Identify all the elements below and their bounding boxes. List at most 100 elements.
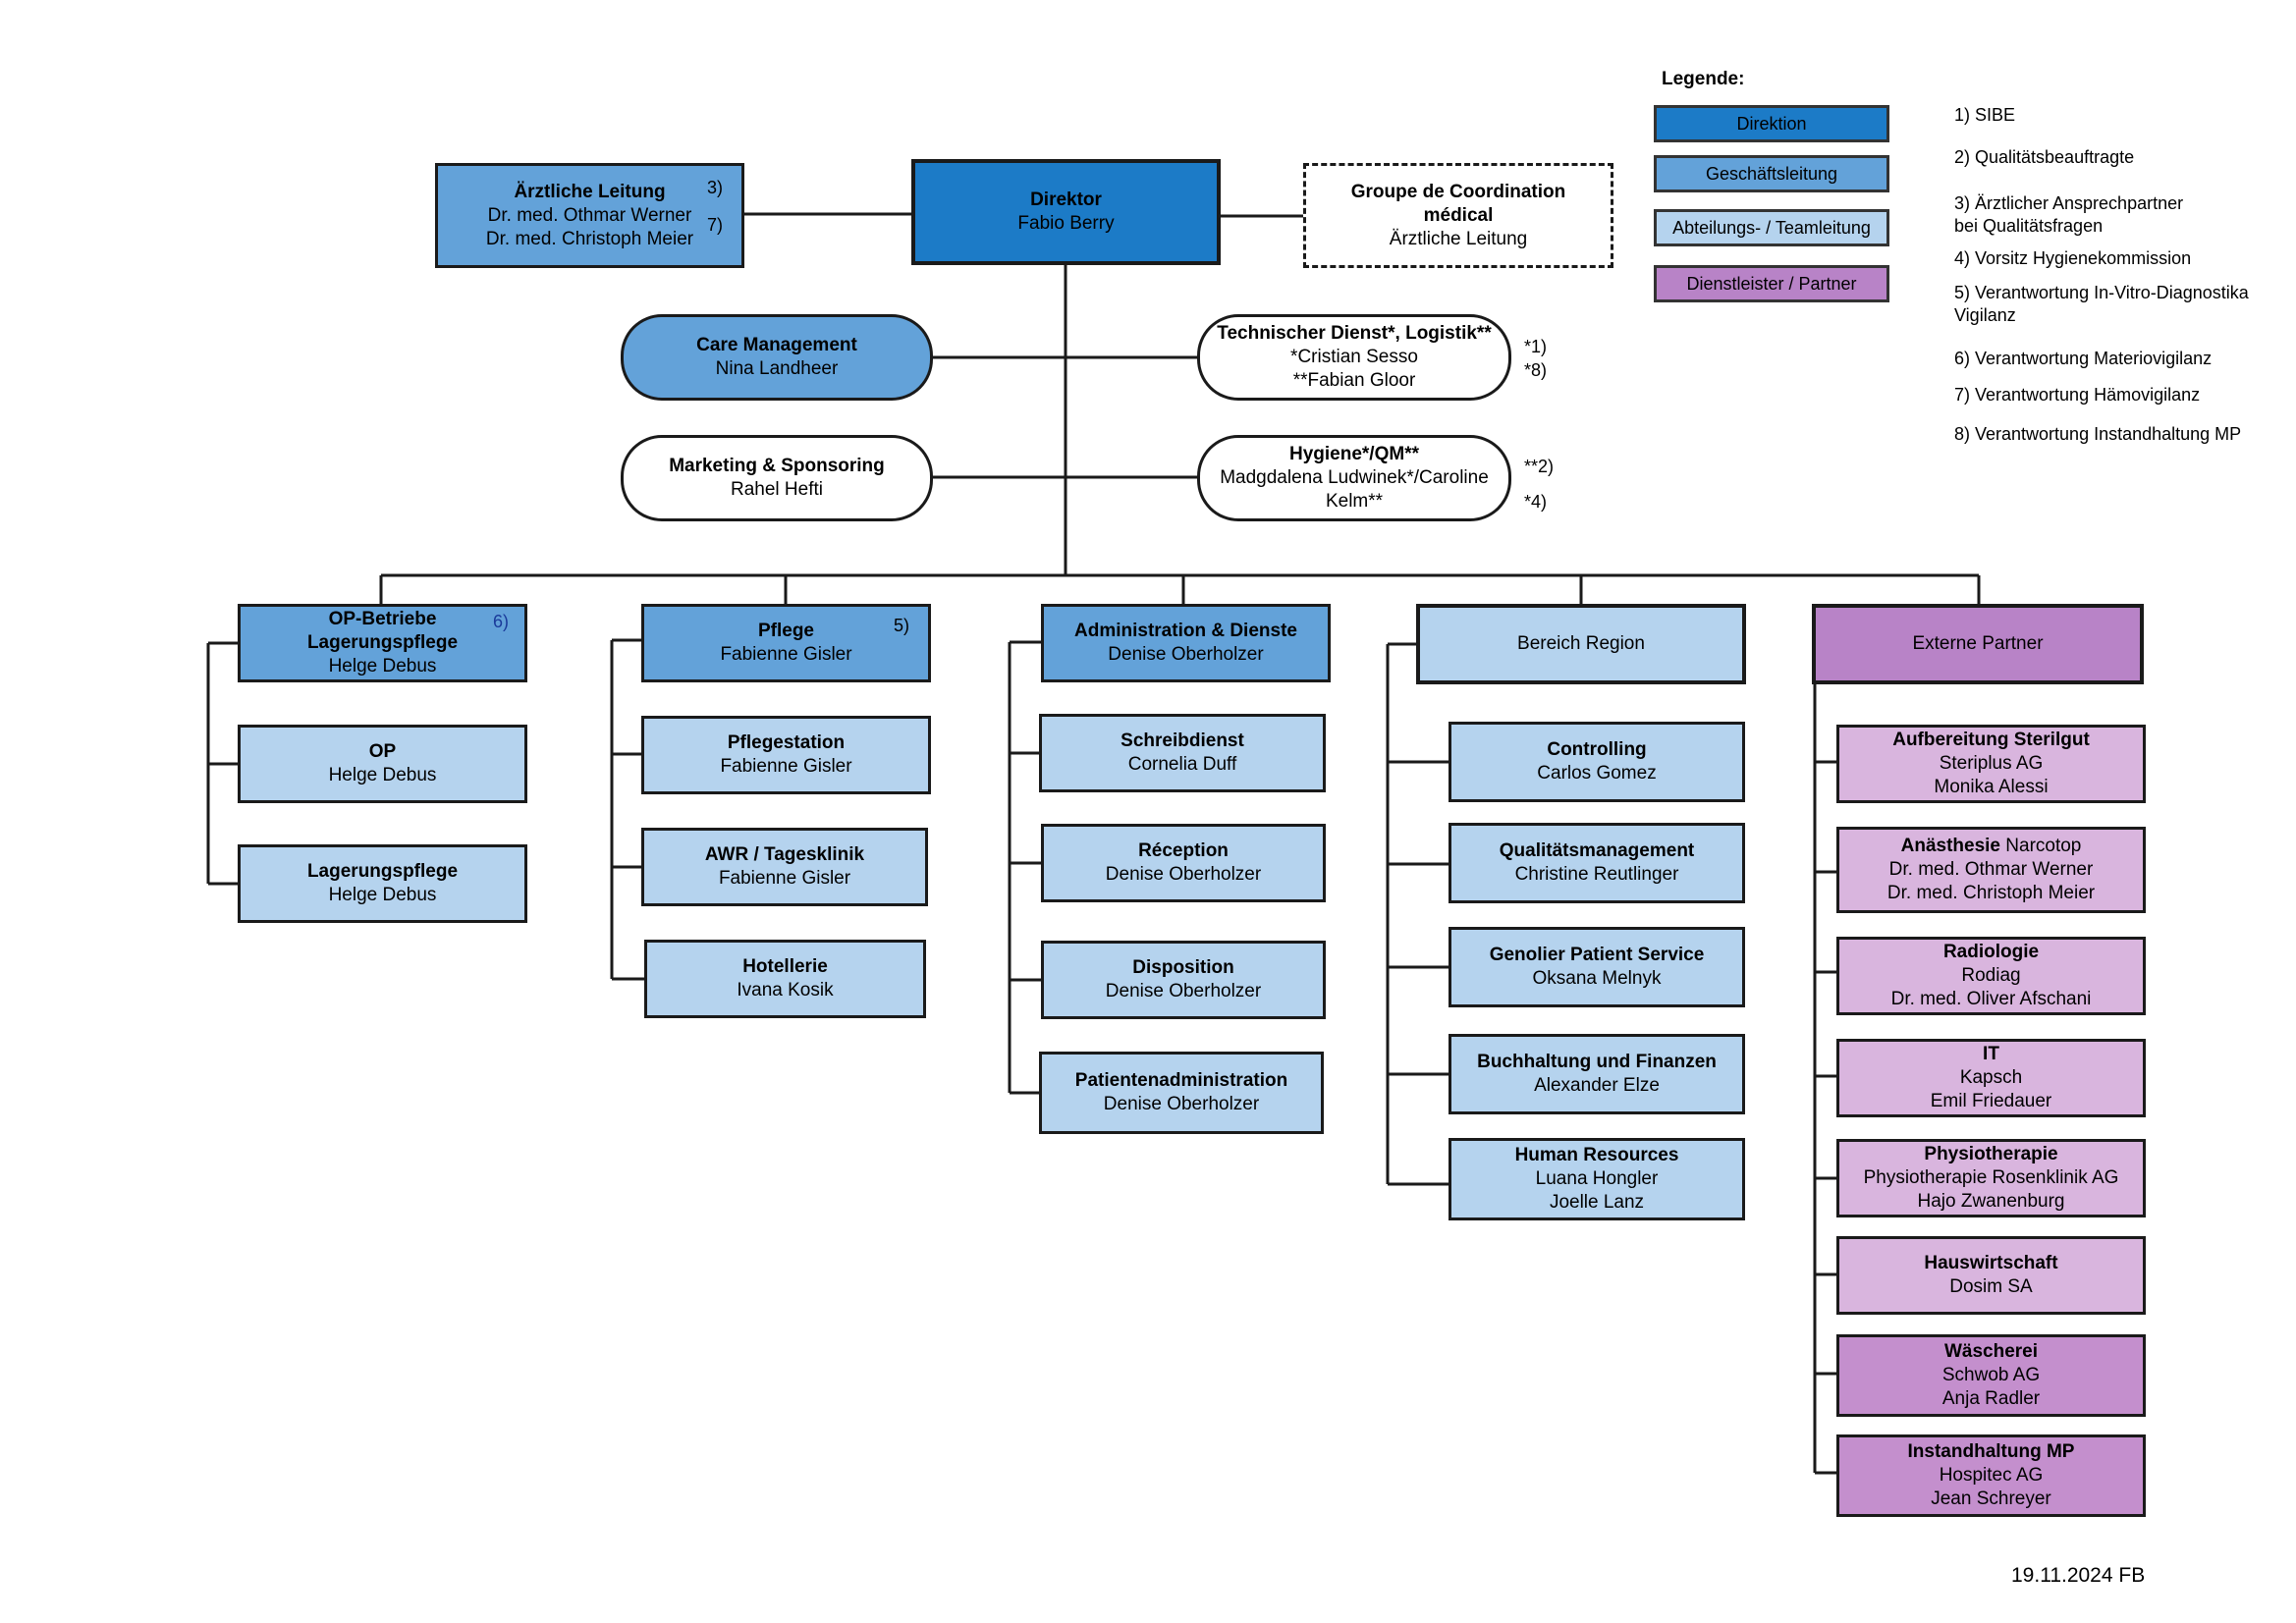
partner-anaesthesie[interactable]: Anästhesie Narcotop Dr. med. Othmar Wern…: [1836, 827, 2146, 913]
pflege-note-5: 5): [894, 616, 910, 635]
partner-person: Monika Alessi: [1934, 777, 2049, 797]
partner-hauswirtschaft[interactable]: Hauswirtschaft Dosim SA: [1836, 1236, 2146, 1315]
partner-physiotherapie[interactable]: Physiotherapie Physiotherapie Rosenklini…: [1836, 1139, 2146, 1217]
legend-note-3: 3) Ärztlicher Ansprechpartner bei Qualit…: [1954, 193, 2184, 236]
partner-waescherei[interactable]: Wäscherei Schwob AG Anja Radler: [1836, 1334, 2146, 1417]
partner-person-2: Dr. med. Christoph Meier: [1886, 883, 2096, 903]
partner-company: Steriplus AG: [1939, 753, 2044, 774]
org-unit-person: Helge Debus: [328, 885, 437, 905]
org-unit-genolier-patient-service[interactable]: Genolier Patient Service Oksana Melnyk: [1449, 927, 1745, 1007]
org-unit-qualitaetsmanagement[interactable]: Qualitätsmanagement Christine Reutlinger: [1449, 823, 1745, 903]
partner-person: Hajo Zwanenburg: [1917, 1191, 2065, 1212]
care-name: Nina Landheer: [715, 358, 839, 379]
groupe-subtitle: Ärztliche Leitung: [1389, 228, 1528, 249]
pflege-head[interactable]: Pflege Fabienne Gisler: [641, 604, 931, 682]
op-betriebe-note-6: 6): [493, 612, 510, 631]
marketing-box[interactable]: Marketing & Sponsoring Rahel Hefti: [621, 435, 933, 521]
director-box[interactable]: Direktor Fabio Berry: [911, 159, 1221, 265]
medical-lead-note-3: 3): [707, 178, 724, 197]
partner-company: Hospitec AG: [1939, 1465, 2044, 1486]
hygiene-qm-box[interactable]: Hygiene*/QM** Madgdalena Ludwinek*/Carol…: [1197, 435, 1511, 521]
op-betriebe-head[interactable]: OP-Betriebe Lagerungspflege Helge Debus: [238, 604, 527, 682]
date-stamp: 19.11.2024 FB: [2011, 1564, 2146, 1587]
legend-label: Geschäftsleitung: [1705, 163, 1838, 184]
org-unit-human-resources[interactable]: Human Resources Luana Hongler Joelle Lan…: [1449, 1138, 1745, 1220]
org-unit-awr-tagesklinik[interactable]: AWR / Tagesklinik Fabienne Gisler: [641, 828, 928, 906]
org-unit-person: Christine Reutlinger: [1514, 864, 1679, 885]
org-unit-title: Patientenadministration: [1074, 1070, 1288, 1091]
medical-lead-note-7: 7): [707, 215, 724, 235]
org-unit-person: Carlos Gomez: [1537, 763, 1657, 784]
org-unit-reception[interactable]: Réception Denise Oberholzer: [1041, 824, 1326, 902]
hygiene-note-4: *4): [1524, 492, 1548, 512]
hygiene-title: Hygiene*/QM**: [1289, 444, 1419, 464]
hygiene-name-1: Madgdalena Ludwinek*/Caroline: [1220, 467, 1489, 488]
partner-company: Kapsch: [1959, 1067, 2023, 1088]
technik-name-1: *Cristian Sesso: [1290, 347, 1418, 367]
pflege-name: Fabienne Gisler: [720, 644, 852, 665]
partner-title: Physiotherapie: [1924, 1144, 2058, 1164]
bereich-region-title: Bereich Region: [1517, 633, 1645, 654]
org-unit-hotellerie[interactable]: Hotellerie Ivana Kosik: [644, 940, 926, 1018]
marketing-title: Marketing & Sponsoring: [669, 456, 885, 476]
legend-title: Legende:: [1662, 69, 1745, 89]
org-unit-op[interactable]: OP Helge Debus: [238, 725, 527, 803]
org-unit-title: Disposition: [1132, 957, 1234, 978]
externe-partner-head[interactable]: Externe Partner: [1812, 604, 2144, 684]
partner-person: Emil Friedauer: [1930, 1091, 2052, 1111]
org-unit-person: Denise Oberholzer: [1103, 1094, 1260, 1114]
care-management-box[interactable]: Care Management Nina Landheer: [621, 314, 933, 401]
partner-person: Dr. med. Oliver Afschani: [1890, 989, 2092, 1009]
org-unit-title: Schreibdienst: [1121, 730, 1244, 751]
bereich-region-head[interactable]: Bereich Region: [1416, 604, 1746, 684]
org-unit-buchhaltung[interactable]: Buchhaltung und Finanzen Alexander Elze: [1449, 1034, 1745, 1114]
org-unit-person: Cornelia Duff: [1127, 754, 1237, 775]
partner-company: Schwob AG: [1941, 1365, 2041, 1385]
director-name: Fabio Berry: [1017, 213, 1115, 234]
medical-lead-box[interactable]: Ärztliche Leitung Dr. med. Othmar Werner…: [435, 163, 744, 268]
care-title: Care Management: [696, 335, 857, 355]
groupe-coordination-box[interactable]: Groupe de Coordination médical Ärztliche…: [1303, 163, 1613, 268]
org-unit-title: AWR / Tagesklinik: [704, 844, 865, 865]
org-unit-schreibdienst[interactable]: Schreibdienst Cornelia Duff: [1039, 714, 1326, 792]
pflege-title: Pflege: [757, 621, 815, 641]
org-unit-person: Luana Hongler: [1535, 1168, 1659, 1189]
org-unit-title: Buchhaltung und Finanzen: [1477, 1052, 1717, 1072]
partner-company: Dosim SA: [1949, 1276, 2033, 1297]
legend-note-6: 6) Verantwortung Materiovigilanz: [1954, 349, 2213, 368]
partner-title: Wäscherei: [1943, 1341, 2039, 1362]
legend-note-4: 4) Vorsitz Hygienekommission: [1954, 248, 2192, 268]
org-unit-title: Controlling: [1547, 739, 1647, 760]
org-unit-disposition[interactable]: Disposition Denise Oberholzer: [1041, 941, 1326, 1019]
technik-title: Technischer Dienst*, Logistik**: [1217, 323, 1492, 344]
org-unit-person: Helge Debus: [328, 765, 437, 785]
org-unit-pflegestation[interactable]: Pflegestation Fabienne Gisler: [641, 716, 931, 794]
marketing-name: Rahel Hefti: [731, 479, 823, 500]
org-unit-patientenadministration[interactable]: Patientenadministration Denise Oberholze…: [1039, 1052, 1324, 1134]
medical-lead-name-1: Dr. med. Othmar Werner: [487, 204, 692, 226]
partner-instandhaltung-mp[interactable]: Instandhaltung MP Hospitec AG Jean Schre…: [1836, 1434, 2146, 1517]
partner-company: Physiotherapie Rosenklinik AG: [1863, 1167, 2119, 1188]
legend-note-5: 5) Verantwortung In-Vitro-Diagnostika Vi…: [1954, 283, 2249, 325]
partner-person: Jean Schreyer: [1931, 1488, 2051, 1509]
org-unit-person: Ivana Kosik: [737, 980, 834, 1001]
hygiene-name-2: Kelm**: [1325, 491, 1384, 512]
org-unit-title: OP: [368, 741, 397, 762]
partner-aufbereitung-sterilgut[interactable]: Aufbereitung Sterilgut Steriplus AG Moni…: [1836, 725, 2146, 803]
partner-radiologie[interactable]: Radiologie Rodiag Dr. med. Oliver Afscha…: [1836, 937, 2146, 1015]
org-unit-lagerungspflege[interactable]: Lagerungspflege Helge Debus: [238, 844, 527, 923]
partner-person: Dr. med. Othmar Werner: [1888, 859, 2094, 880]
org-unit-person-2: Joelle Lanz: [1549, 1192, 1645, 1213]
partner-it[interactable]: IT Kapsch Emil Friedauer: [1836, 1039, 2146, 1117]
op-betriebe-title-1: OP-Betriebe: [328, 609, 437, 629]
legend-direktion: Direktion: [1654, 105, 1889, 142]
org-unit-title: Lagerungspflege: [306, 861, 459, 882]
medical-lead-title: Ärztliche Leitung: [514, 181, 666, 202]
legend-abteilungsleitung: Abteilungs- / Teamleitung: [1654, 209, 1889, 246]
org-unit-controlling[interactable]: Controlling Carlos Gomez: [1449, 722, 1745, 802]
op-betriebe-name: Helge Debus: [328, 656, 437, 676]
technical-service-box[interactable]: Technischer Dienst*, Logistik** *Cristia…: [1197, 314, 1511, 401]
administration-head[interactable]: Administration & Dienste Denise Oberholz…: [1041, 604, 1331, 682]
groupe-title-1: Groupe de Coordination: [1350, 181, 1566, 202]
